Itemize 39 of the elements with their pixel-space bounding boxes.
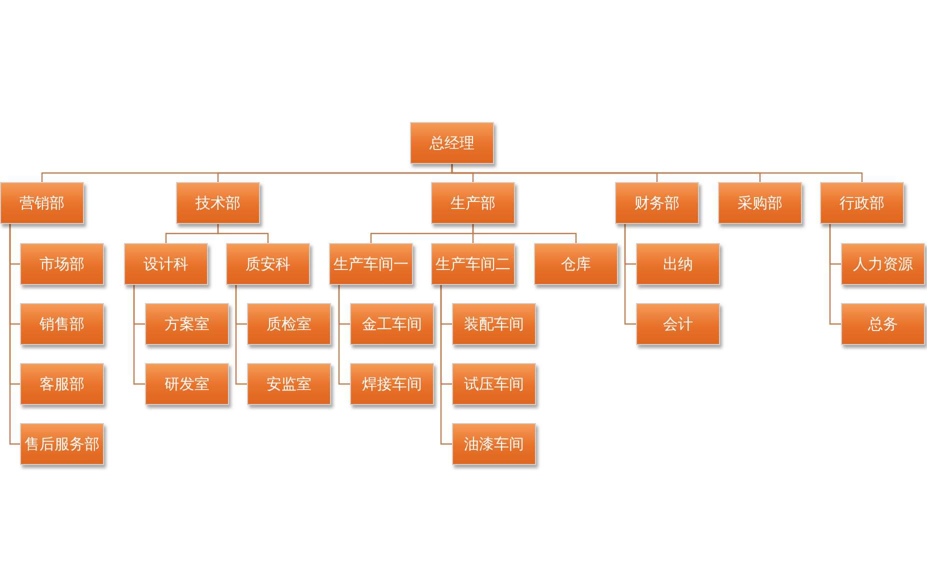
org-box: 研发室 <box>145 363 229 405</box>
org-box: 设计科 <box>124 243 208 285</box>
org-box: 金工车间 <box>350 303 434 345</box>
org-box: 仓库 <box>534 243 618 285</box>
connector-line <box>217 224 269 243</box>
org-box: 生产车间二 <box>431 243 515 285</box>
connector-line <box>624 224 636 325</box>
org-box: 人力资源 <box>841 243 925 285</box>
org-box: 生产车间一 <box>329 243 413 285</box>
org-box: 生产部 <box>431 182 515 224</box>
org-box: 质安科 <box>226 243 310 285</box>
org-box: 行政部 <box>820 182 904 224</box>
connector-line <box>451 164 863 182</box>
connector-line <box>440 285 452 445</box>
org-box: 油漆车间 <box>452 423 536 465</box>
org-box: 安监室 <box>247 363 331 405</box>
org-box: 客服部 <box>20 363 104 405</box>
org-box: 售后服务部 <box>20 423 104 465</box>
org-box: 总经理 <box>410 122 494 164</box>
org-box: 采购部 <box>718 182 802 224</box>
connector-line <box>133 285 145 385</box>
org-box: 技术部 <box>176 182 260 224</box>
org-box: 焊接车间 <box>350 363 434 405</box>
org-box: 市场部 <box>20 243 104 285</box>
org-box: 财务部 <box>615 182 699 224</box>
org-box: 出纳 <box>636 243 720 285</box>
connector-line <box>9 224 20 445</box>
connector-line <box>338 285 350 385</box>
connector-line <box>472 224 577 243</box>
org-box: 营销部 <box>0 182 84 224</box>
connector-line <box>235 285 247 385</box>
org-box: 总务 <box>841 303 925 345</box>
org-box: 会计 <box>636 303 720 345</box>
connector-line <box>829 224 841 325</box>
org-box: 方案室 <box>145 303 229 345</box>
org-box: 质检室 <box>247 303 331 345</box>
org-box: 销售部 <box>20 303 104 345</box>
org-box: 装配车间 <box>452 303 536 345</box>
org-box: 试压车间 <box>452 363 536 405</box>
